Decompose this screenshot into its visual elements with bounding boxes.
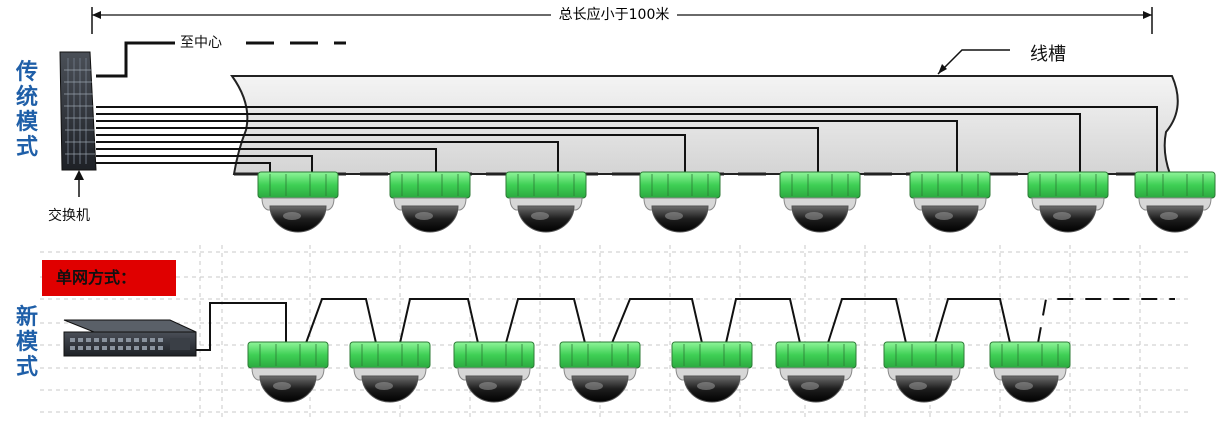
new-mode-label: 新模式 bbox=[15, 305, 38, 380]
cable-trunking bbox=[230, 75, 1179, 176]
new-switch bbox=[63, 319, 197, 357]
total-length-label-wrap: 总长应小于100米 bbox=[0, 4, 1228, 24]
new-cameras bbox=[247, 341, 1071, 403]
daisy-chain-cable bbox=[196, 298, 1175, 351]
legacy-switch bbox=[59, 51, 97, 171]
uplink-to-center bbox=[96, 41, 346, 78]
to-center-label: 至中心 bbox=[180, 35, 222, 51]
single-network-badge: 单网方式： bbox=[42, 260, 176, 296]
legacy-home-run-cables bbox=[96, 106, 1158, 176]
total-length-label: 总长应小于100米 bbox=[550, 7, 678, 23]
switch-label: 交换机 bbox=[48, 208, 90, 224]
legacy-mode-label: 传统模式 bbox=[15, 60, 38, 160]
trunking-pointer bbox=[937, 49, 1010, 75]
switch-pointer bbox=[74, 170, 84, 197]
legacy-cameras bbox=[257, 171, 1216, 233]
trunking-label: 线槽 bbox=[1030, 44, 1066, 65]
